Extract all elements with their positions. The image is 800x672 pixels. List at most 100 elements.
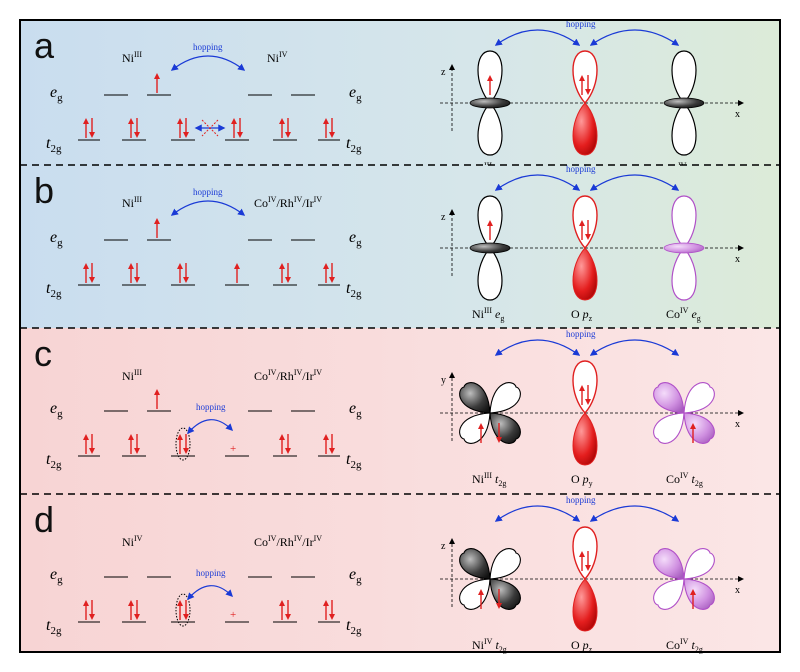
eg-label-left: eg [50,84,63,104]
left-orbital-label: NiIII t2g [472,471,506,488]
hopping-label-left: hopping [193,187,223,197]
x-axis-label: x [735,254,740,265]
eg-label-right: eg [349,84,362,104]
left-orbital-lobe-2 [489,578,521,610]
t2g-pair-0-down-head [89,132,95,138]
vertical-axis-head [449,209,455,215]
dotted-ellipse [175,593,191,627]
hopping-label-orb: hopping [566,329,596,339]
mid-orbital-label: O pz [571,307,593,323]
o-p-spin-down-head [585,89,591,95]
t2g-pair-1-up-head [128,600,134,606]
t2g-pair-1-up-head [128,118,134,124]
t2g-pair-5-up-head [323,263,329,269]
panel-letter: d [34,499,54,540]
hopping-label-left: hopping [196,568,226,578]
t2g-pair-0-up-head [83,118,89,124]
right-orbital-lobe-bottom [671,102,697,156]
vertical-axis-head [449,372,455,378]
right-orbital-lobe-2 [683,578,715,610]
right-orbital-lobe-0 [653,382,685,414]
o-p-lobe-top [572,50,598,105]
vertical-axis-head [449,64,455,70]
mid-orbital-label: O py [571,472,593,488]
t2g-pair-5-up-head [323,434,329,440]
t2g-pair-1-down-head [134,448,140,454]
dotted-ellipse [175,427,191,461]
left-orbital-lobe-0 [459,382,491,414]
hopping-label-orb: hopping [566,164,596,174]
t2g-pair-0-down-head [89,614,95,620]
hopping-arrow-orb-left [494,174,581,191]
eg-spin-head [154,218,160,224]
hopping-arrow-orb-right [589,29,680,46]
hopping-arrow-orb-right [589,174,680,191]
t2g-label-right: t2g [346,451,362,471]
t2g-pair-0-up-head [83,434,89,440]
right-ion-label: NiIV [267,50,288,65]
left-orbital-lobe-1 [489,548,521,580]
t2g-pair-4-down-head [285,614,291,620]
panel-a: aegegt2gt2gNiIIINiIVhoppingxzhoppingNiII… [20,19,780,178]
t2g-pair-0-up-head [83,263,89,269]
t2g-pair-4-up-head [279,263,285,269]
left-orbital-label: NiIV t2g [472,637,507,654]
t2g-pair-4-down-head [285,448,291,454]
left-orbital-spin-up-head [478,589,484,595]
vertical-axis-label: z [441,541,446,552]
left-orbital-lobe-bottom [477,102,503,156]
left-orbital-ring [469,97,511,109]
left-orbital-spin-head [487,75,493,81]
t2g-pair-2-up-head [177,118,183,124]
t2g-label-right: t2g [346,617,362,637]
x-axis-label: x [735,109,740,120]
hole-plus: + [230,443,236,455]
x-axis-head [738,410,744,416]
t2g-pair-1-up-head [128,263,134,269]
right-orbital-lobe-3 [653,412,685,444]
eg-label-right: eg [349,400,362,420]
left-orbital-lobe-1 [489,382,521,414]
t2g-pair-4-up-head [279,118,285,124]
mid-orbital-label: O pz [571,638,593,654]
panel-letter: a [34,25,55,66]
left-orbital-lobe-3 [459,578,491,610]
x-axis-head [738,245,744,251]
t2g-pair-5-up-head [323,600,329,606]
t2g-pair-2-down-head [183,277,189,283]
t2g-pair-2-up-head [177,434,183,440]
t2g-pair-5-down-head [329,132,335,138]
t2g-pair-1-down-head [134,132,140,138]
panel-background [20,20,780,165]
o-p-lobe-bottom [572,578,598,632]
t2g-pair-1-down-head [134,614,140,620]
panel-background [20,165,780,328]
o-p-spin-up-head [579,385,585,391]
right-orbital-lobe-1 [683,382,715,414]
left-ion-label: NiIII [122,195,142,210]
right-orbital-lobe-top [671,50,697,104]
x-axis-head [738,576,744,582]
right-orbital-ring [663,97,705,109]
hopping-arrow-left [187,419,234,435]
x-axis-label: x [735,585,740,596]
t2g-pair-2-down-head [183,132,189,138]
hopping-label-left: hopping [193,42,223,52]
t2g-pair-0-up-head [83,600,89,606]
left-orbital-lobe-0 [459,548,491,580]
panel-background [20,328,780,494]
t2g-label-right: t2g [346,280,362,300]
eg-spin-head [154,73,160,79]
vertical-axis-head [449,538,455,544]
o-p-lobe-top [572,360,598,415]
t2g-pair-5-down-head [329,614,335,620]
t2g-pair-2-down-head [183,614,189,620]
left-orbital-spin-up-head [478,423,484,429]
left-orbital-lobe-3 [459,412,491,444]
eg-label-left: eg [50,566,63,586]
t2g-pair-5-down-head [329,448,335,454]
t2g-pair-2-up-head [177,600,183,606]
